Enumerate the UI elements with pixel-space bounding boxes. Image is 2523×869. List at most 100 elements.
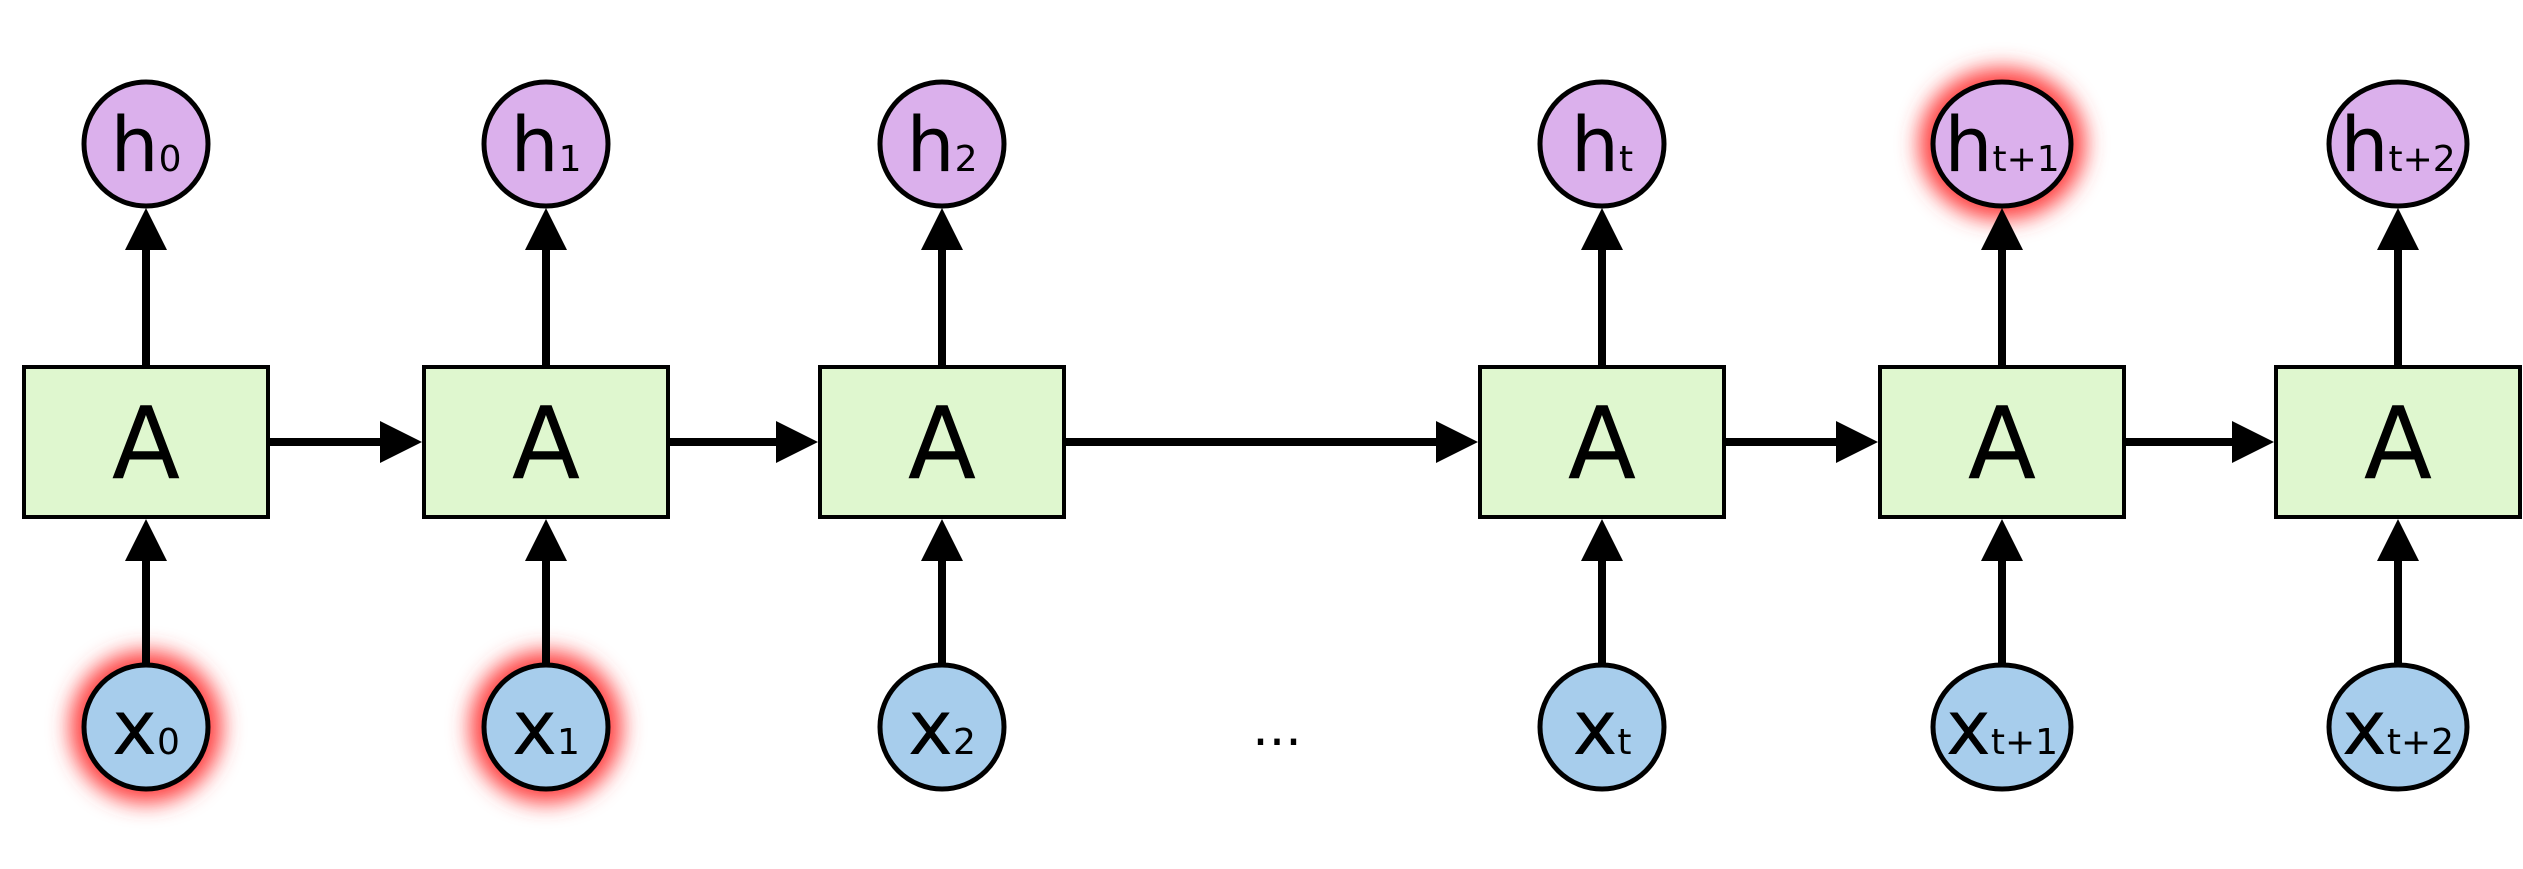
input-label: xt+1 [1946, 683, 2058, 772]
arrow-head [1981, 519, 2023, 561]
output-arrow-0 [125, 208, 167, 365]
input-label-subscript: 2 [953, 722, 976, 763]
cell-box [22, 365, 270, 519]
output-node-4: ht+1 [1930, 79, 2074, 209]
output-arrow-5 [2377, 208, 2419, 365]
input-node-5: xt+2 [2326, 662, 2470, 792]
arrow-head [1581, 519, 1623, 561]
cell-box [818, 365, 1066, 519]
output-node-3: ht [1537, 79, 1667, 209]
input-label: xt+2 [2342, 683, 2454, 772]
input-label: x0 [112, 683, 180, 772]
input-label-main: x [908, 683, 953, 772]
input-arrow-3 [1581, 519, 1623, 663]
arrow-head [921, 208, 963, 250]
arrow-head [2377, 519, 2419, 561]
cell-label: A [2364, 385, 2432, 502]
output-label: ht [1571, 100, 1633, 189]
output-arrow-1 [525, 208, 567, 365]
output-label-main: h [906, 100, 954, 189]
input-circle [1537, 662, 1667, 792]
input-circle [481, 662, 611, 792]
cell-label: A [1568, 385, 1636, 502]
output-label-subscript: t [1619, 139, 1633, 180]
cell-label: A [512, 385, 580, 502]
cell-label: A [908, 385, 976, 502]
output-arrow-3 [1581, 208, 1623, 365]
input-node-3: xt [1537, 662, 1667, 792]
input-label-subscript: 0 [157, 722, 180, 763]
output-label: h2 [906, 100, 977, 189]
output-label-subscript: t+2 [2388, 139, 2455, 180]
arrow-head [921, 519, 963, 561]
output-node-1: h1 [481, 79, 611, 209]
output-node-5: ht+2 [2326, 79, 2470, 209]
cell-box [1478, 365, 1726, 519]
cell-label: A [112, 385, 180, 502]
rnn-cell-2: A [818, 365, 1066, 519]
recurrent-arrow-0 [270, 421, 422, 463]
output-label-subscript: 2 [955, 139, 978, 180]
output-circle [877, 79, 1007, 209]
recurrent-arrow-3 [1726, 421, 1878, 463]
input-label-main: x [112, 683, 157, 772]
output-circle [2326, 79, 2470, 209]
output-label-main: h [2340, 100, 2388, 189]
arrow-head [525, 519, 567, 561]
arrow-head [1836, 421, 1878, 463]
arrow-head [525, 208, 567, 250]
input-node-0: x0 [81, 662, 211, 792]
rnn-cell-1: A [422, 365, 670, 519]
input-label: xt [1572, 683, 1631, 772]
input-arrow-4 [1981, 519, 2023, 663]
output-circle [1930, 79, 2074, 209]
rnn-cell-4: A [1878, 365, 2126, 519]
arrow-head [776, 421, 818, 463]
input-label-main: x [512, 683, 557, 772]
output-label: h0 [110, 100, 181, 189]
recurrent-arrow-2 [1066, 421, 1478, 463]
output-arrow-2 [921, 208, 963, 365]
output-label-subscript: t+1 [1992, 139, 2059, 180]
input-label-subscript: t [1617, 722, 1631, 763]
arrow-head [2377, 208, 2419, 250]
output-label-subscript: 1 [559, 139, 582, 180]
cell-box [1878, 365, 2126, 519]
arrow-head [125, 208, 167, 250]
cell-box [2274, 365, 2522, 519]
input-arrow-1 [525, 519, 567, 663]
output-label: ht+2 [2340, 100, 2455, 189]
output-node-2: h2 [877, 79, 1007, 209]
input-label-subscript: 1 [557, 722, 580, 763]
highlight-layer [70, 68, 2085, 803]
arrow-layer [125, 208, 2419, 663]
input-circle [877, 662, 1007, 792]
arrow-head [1581, 208, 1623, 250]
output-node-0: h0 [81, 79, 211, 209]
output-label-subscript: 0 [159, 139, 182, 180]
arrow-head [1436, 421, 1478, 463]
input-arrow-5 [2377, 519, 2419, 663]
input-label: x1 [512, 683, 580, 772]
input-arrow-0 [125, 519, 167, 663]
output-arrow-4 [1981, 208, 2023, 365]
input-node-1: x1 [481, 662, 611, 792]
input-circle [1930, 662, 2074, 792]
input-label-main: x [1572, 683, 1617, 772]
output-circle [81, 79, 211, 209]
arrow-head [125, 519, 167, 561]
rnn-cell-3: A [1478, 365, 1726, 519]
input-circle [2326, 662, 2470, 792]
output-label-main: h [1944, 100, 1992, 189]
input-arrow-2 [921, 519, 963, 663]
recurrent-arrow-1 [670, 421, 818, 463]
cell-box [422, 365, 670, 519]
input-node-4: xt+1 [1930, 662, 2074, 792]
input-label-subscript: t+1 [1991, 722, 2058, 763]
arrow-head [1981, 208, 2023, 250]
output-label: ht+1 [1944, 100, 2059, 189]
arrow-head [2232, 421, 2274, 463]
input-label-main: x [2342, 683, 2387, 772]
